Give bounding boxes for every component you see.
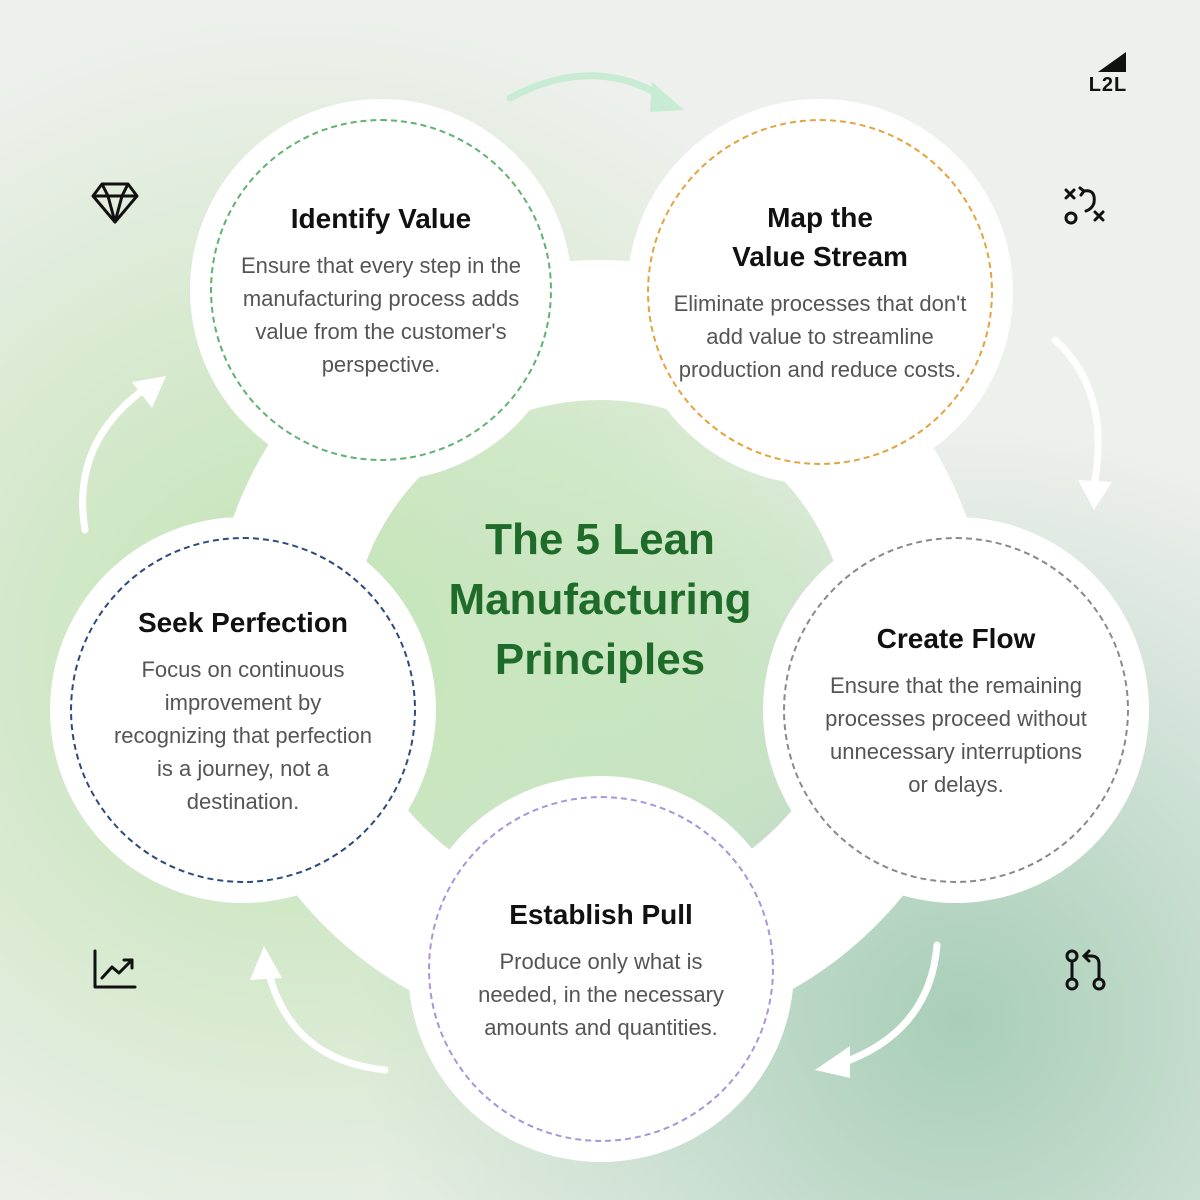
git-flow-icon — [1065, 949, 1106, 991]
diamond-icon — [91, 182, 139, 224]
principle-title-line-1: Map the — [767, 202, 873, 233]
principle-title: Seek Perfection — [137, 606, 349, 638]
trend-chart-icon — [93, 949, 137, 989]
principle-map-value-stream: Map the Value Stream Eliminate processes… — [627, 99, 1013, 485]
principle-description: Ensure that every step in the manufactur… — [240, 253, 522, 377]
dashed-border — [647, 119, 993, 465]
principle-seek-perfection: Seek Perfection Focus on continuous impr… — [50, 517, 436, 903]
dashed-border — [210, 119, 552, 461]
principle-description: Eliminate processes that don't add value… — [673, 291, 967, 382]
strategy-icon — [1064, 186, 1105, 225]
title-line-2: Manufacturing — [448, 575, 752, 624]
dashed-border — [783, 537, 1129, 883]
diagram-title: The 5 Lean Manufacturing Principles — [400, 510, 800, 690]
principle-description: Focus on continuous improvement by recog… — [113, 656, 373, 814]
principle-title-line-2: Value Stream — [732, 241, 908, 272]
principle-title: Create Flow — [876, 623, 1036, 654]
principle-title: Map the Value Stream — [670, 198, 970, 276]
logo-text: L2L — [1088, 74, 1128, 96]
title-line-1: The 5 Lean — [485, 515, 715, 564]
logo-mark-icon — [1098, 52, 1126, 72]
principle-title: Identify Value — [290, 203, 472, 234]
principle-identify-value: Identify Value Ensure that every step in… — [190, 99, 572, 481]
principle-description: Ensure that the remaining processes proc… — [825, 673, 1087, 797]
principle-description: Produce only what is needed, in the nece… — [478, 948, 724, 1040]
principle-create-flow: Create Flow Ensure that the remaining pr… — [763, 517, 1149, 903]
title-line-3: Principles — [494, 635, 706, 684]
brand-logo: L2L — [1086, 50, 1130, 98]
principle-title: Establish Pull — [509, 898, 693, 930]
dashed-border — [70, 537, 416, 883]
principle-establish-pull: Establish Pull Produce only what is need… — [408, 776, 794, 1162]
dashed-border — [428, 796, 774, 1142]
